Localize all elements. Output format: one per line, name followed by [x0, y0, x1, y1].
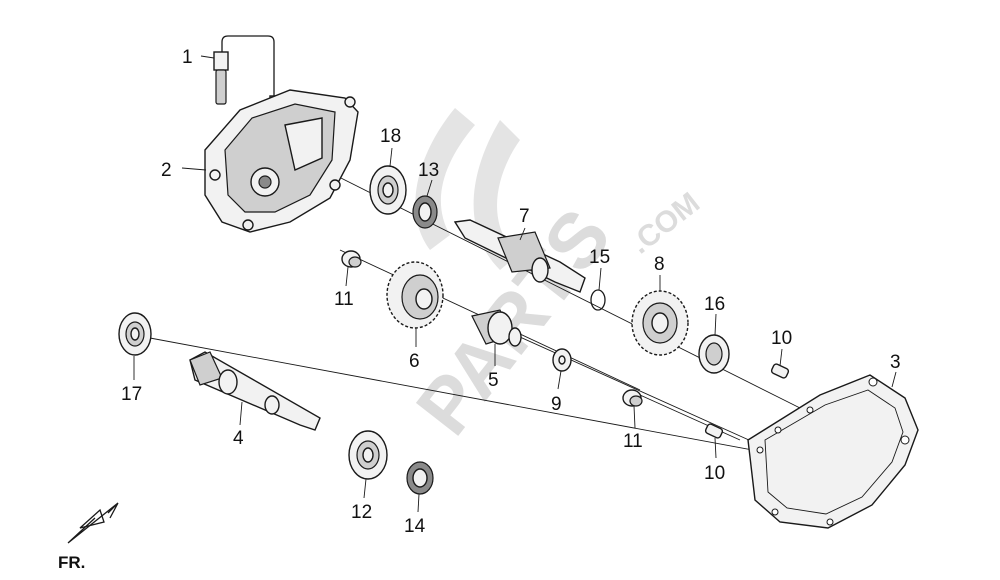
- part-10-dowel-lower: [704, 423, 724, 439]
- part-8-gear: [631, 290, 689, 356]
- callout-10-lower: 10: [704, 463, 725, 484]
- callout-3: 3: [890, 352, 901, 373]
- callout-14: 14: [404, 516, 426, 537]
- part-16-bearing: [698, 334, 730, 374]
- part-9-washer: [552, 348, 572, 372]
- part-7-shaft: [453, 219, 586, 293]
- part-12-bearing: [348, 430, 388, 480]
- part-10-dowel-upper: [770, 363, 790, 379]
- callout-9: 9: [551, 394, 562, 415]
- callout-4: 4: [233, 428, 244, 449]
- part-1-sensor: [213, 35, 279, 109]
- part-14-seal: [406, 461, 434, 495]
- callout-10-upper: 10: [771, 328, 792, 349]
- part-6-gear: [386, 261, 444, 329]
- callout-6: 6: [409, 351, 420, 372]
- callout-17: 17: [121, 384, 142, 405]
- callout-numbers: 1 2 18 13 7 15 8 16 10 3 11 6 5 9 17 4 1…: [121, 47, 901, 537]
- callout-8: 8: [654, 254, 665, 275]
- callout-12: 12: [351, 502, 372, 523]
- callout-7: 7: [519, 206, 530, 227]
- part-17-bearing: [118, 312, 152, 356]
- callout-13: 13: [418, 160, 439, 181]
- part-2-transmission-cover: [204, 89, 359, 233]
- part-5-pinion: [471, 309, 522, 347]
- callout-leaders: [133, 55, 897, 513]
- direction-indicator: FR.: [58, 502, 119, 572]
- callout-15: 15: [589, 247, 610, 268]
- watermark-suffix-group: .COM: [624, 186, 706, 260]
- part-11-needle-bearing-lower: [622, 389, 643, 407]
- part-11-needle-bearing-upper: [341, 250, 362, 268]
- part-3-gasket: [747, 374, 919, 529]
- callout-18: 18: [380, 126, 401, 147]
- callout-1: 1: [182, 47, 193, 68]
- part-13-seal: [412, 195, 438, 229]
- callout-11-upper: 11: [334, 289, 354, 310]
- callout-16: 16: [704, 294, 725, 315]
- callout-5: 5: [488, 370, 499, 391]
- callout-11-lower: 11: [623, 431, 643, 452]
- callout-2: 2: [161, 160, 172, 181]
- part-15-circlip: [590, 289, 606, 311]
- part-18-bearing: [369, 165, 407, 215]
- watermark-suffix: .COM: [624, 186, 706, 260]
- part-4-countershaft: [189, 351, 321, 431]
- direction-label: FR.: [58, 553, 85, 572]
